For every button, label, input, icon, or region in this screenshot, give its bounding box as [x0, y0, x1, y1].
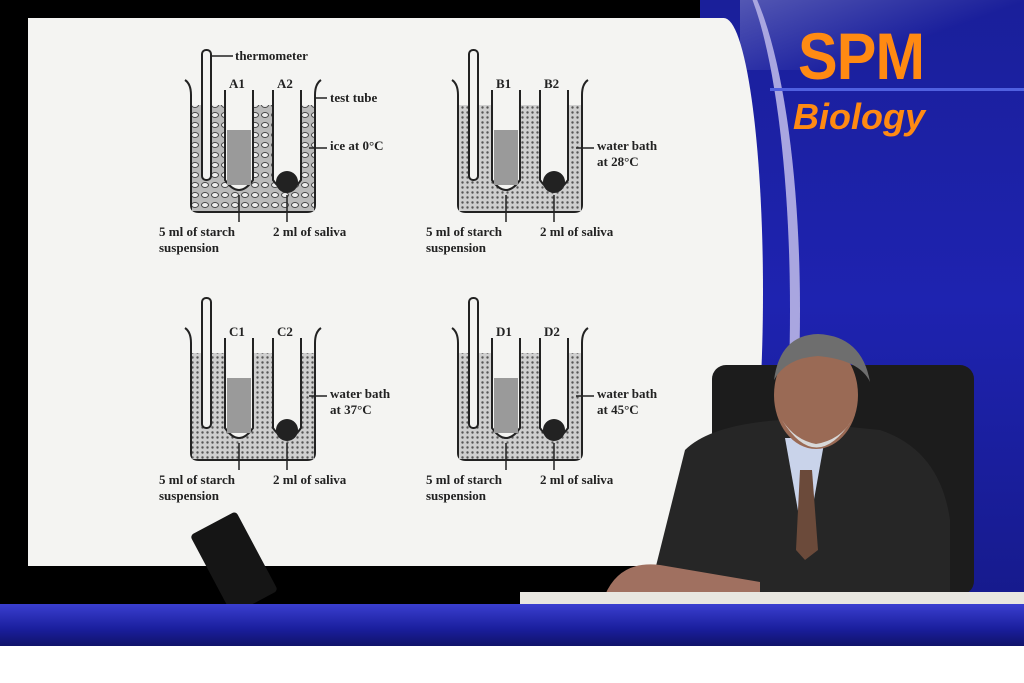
decorative-swoosh: [740, 0, 1024, 70]
saliva-label: 2 ml of saliva: [273, 224, 347, 239]
projection-screen: [28, 18, 763, 566]
starch-suspension: [494, 130, 518, 185]
hair: [774, 334, 870, 382]
thermometer: [201, 49, 212, 181]
tube-label-1: B1: [496, 76, 511, 91]
saliva: [276, 419, 298, 441]
decorative-curve: [640, 0, 800, 660]
starch-label: 5 ml of starch: [426, 472, 503, 487]
tube-label-2: C2: [277, 324, 293, 339]
title-divider: [770, 88, 1024, 91]
tube-label-2: D2: [544, 324, 560, 339]
beaker: [184, 79, 322, 213]
beaker: [451, 79, 589, 213]
starch-label-line2: suspension: [426, 240, 487, 255]
program-title: SPM: [798, 19, 925, 93]
bottom-strip: [0, 646, 1024, 683]
starch-label: 5 ml of starch: [159, 224, 236, 239]
beard: [782, 420, 852, 448]
thermometer: [201, 297, 212, 429]
tube-label-1: A1: [229, 76, 245, 91]
thermometer-label: thermometer: [235, 48, 308, 63]
bath-label-temp: at 28°C: [597, 154, 639, 169]
presenter: [605, 334, 974, 605]
experiment-setup: [451, 297, 594, 470]
saliva: [543, 171, 565, 193]
starch-label-line2: suspension: [159, 240, 220, 255]
bath-label-temp: at 45°C: [597, 402, 639, 417]
test-tube-label: test tube: [330, 90, 378, 105]
bath-label: water bath: [597, 138, 658, 153]
saliva: [543, 419, 565, 441]
bath-label: ice at 0°C: [330, 138, 384, 153]
tube-label-1: D1: [496, 324, 512, 339]
experiment-setup: [451, 49, 594, 222]
starch-label: 5 ml of starch: [426, 224, 503, 239]
starch-suspension: [227, 378, 251, 433]
face: [774, 341, 858, 449]
starch-label: 5 ml of starch: [159, 472, 236, 487]
beaker: [451, 327, 589, 461]
tube-label-1: C1: [229, 324, 245, 339]
bath-label: water bath: [597, 386, 658, 401]
starch-suspension: [227, 130, 251, 185]
saliva-label: 2 ml of saliva: [273, 472, 347, 487]
program-subtitle: Biology: [793, 96, 925, 137]
starch-label-line2: suspension: [159, 488, 220, 503]
thermometer: [468, 297, 479, 429]
experiment-setup: [184, 49, 327, 222]
starch-suspension: [494, 378, 518, 433]
experiment-setup: [184, 297, 327, 470]
saliva: [276, 171, 298, 193]
beaker: [184, 327, 322, 461]
thermometer: [468, 49, 479, 181]
lower-third-bar: [0, 604, 1024, 646]
saliva-label: 2 ml of saliva: [540, 472, 614, 487]
tube-label-2: B2: [544, 76, 559, 91]
tie: [796, 470, 818, 560]
bath-label-temp: at 37°C: [330, 402, 372, 417]
starch-label-line2: suspension: [426, 488, 487, 503]
tube-label-2: A2: [277, 76, 293, 91]
bath-label: water bath: [330, 386, 391, 401]
saliva-label: 2 ml of saliva: [540, 224, 614, 239]
desk-papers: [520, 592, 1024, 604]
